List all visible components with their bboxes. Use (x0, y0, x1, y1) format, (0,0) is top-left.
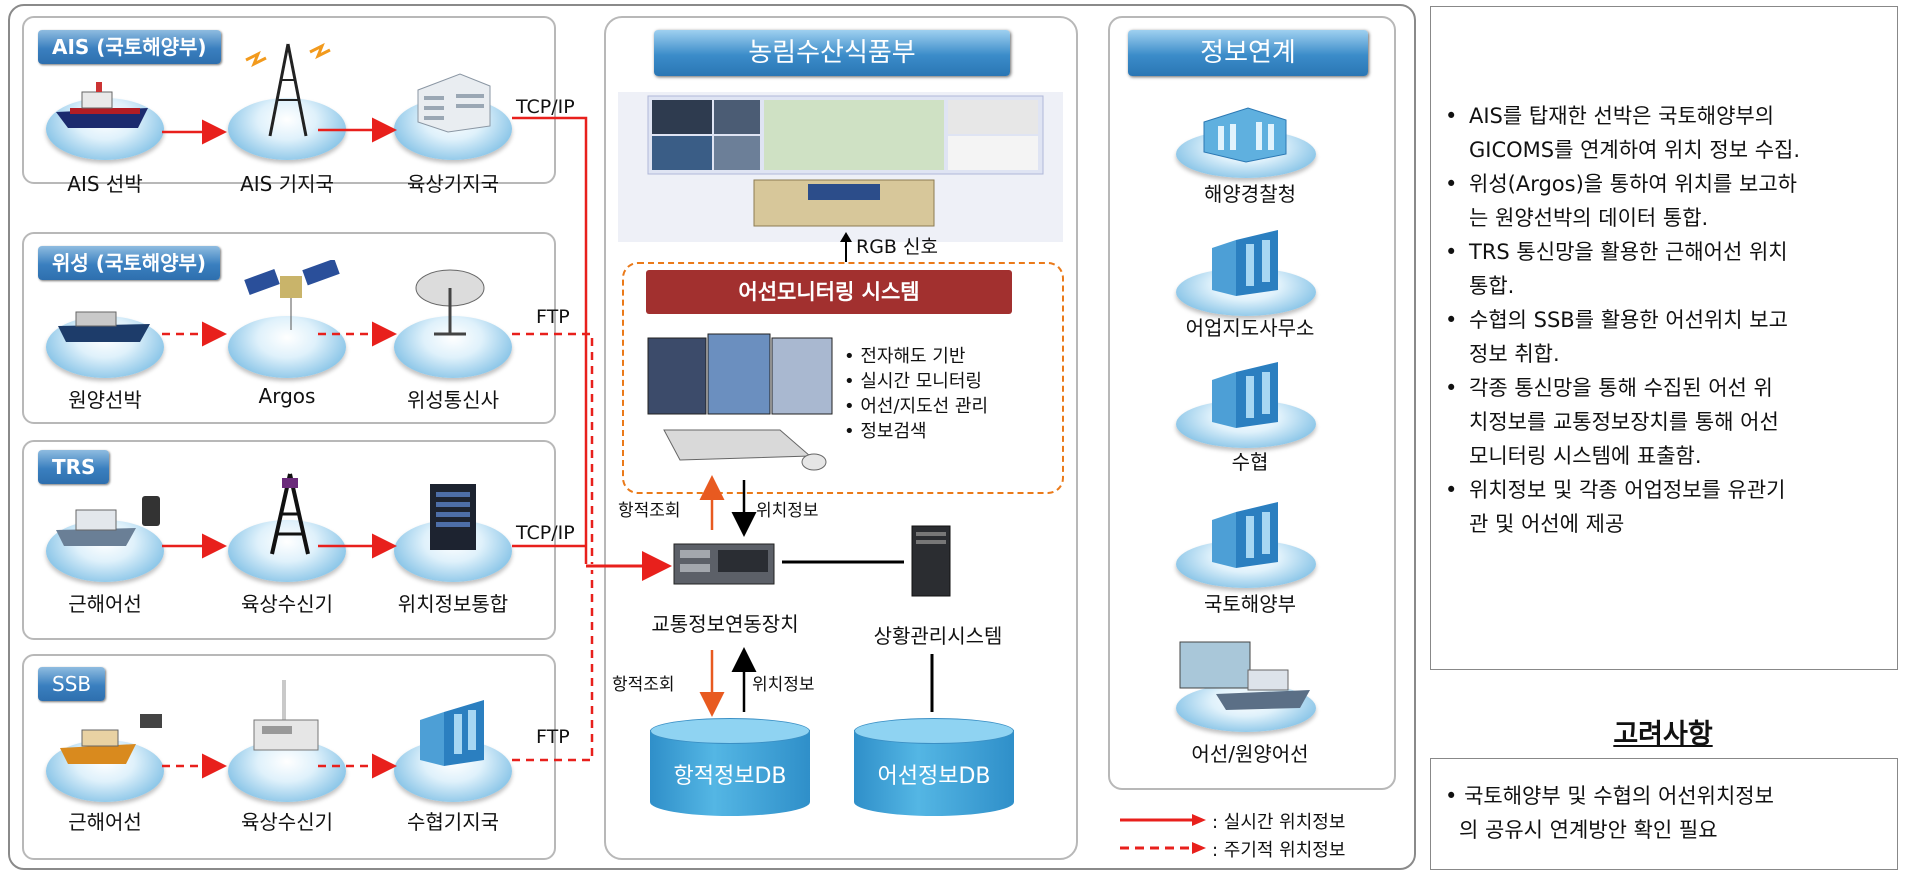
ship-icon (58, 311, 150, 342)
fms-feature-item: • 실시간 모니터링 (844, 371, 982, 392)
ais-tag: AIS (국토해양부) (38, 30, 221, 64)
satellite-dish-icon (415, 269, 485, 336)
link-item-label-3: 수협 (1231, 450, 1269, 474)
link-item-label-1: 해양경찰청 (1204, 182, 1296, 206)
link-item-label-5: 어선/원양어선 (1191, 742, 1309, 766)
ssb-node-label-1: 근해어선 (68, 810, 142, 834)
building-icon (1212, 362, 1278, 428)
building-icon (1212, 230, 1278, 296)
consider-line: • 국토해양부 및 수협의 어선위치정보 (1445, 784, 1774, 808)
server-rack-icon (430, 484, 476, 550)
legend-periodic-label: : 주기적 위치정보 (1212, 840, 1346, 861)
trs-receiver-node (228, 520, 346, 582)
building-icon (1212, 502, 1278, 568)
arrow-up-icon (840, 232, 852, 262)
consider-line: 의 공유시 연계방안 확인 필요 (1459, 818, 1718, 842)
trs-node-label-2: 육상수신기 (241, 592, 333, 616)
situation-system-label: 상황관리시스템 (873, 624, 1003, 648)
trs-node-label-3: 위치정보통합 (397, 592, 509, 616)
ssb-node-label-2: 육상수신기 (241, 810, 333, 834)
fms-feature-list: • 전자해도 기반 • 실시간 모니터링 • 어선/지도선 관리 • 정보검색 (844, 344, 988, 444)
consider-title: 고려사항 (1613, 719, 1713, 750)
fms-feature-item: • 전자해도 기반 (844, 346, 966, 367)
ship-icon (56, 82, 148, 128)
traffic-device-label: 교통정보연동장치 (651, 612, 799, 636)
building-icon (420, 700, 484, 766)
ais-node-label-1: AIS 선박 (67, 172, 143, 196)
position-info-label: 위치정보 (756, 501, 819, 521)
track-query-label-2: 항적조회 (612, 675, 675, 695)
radio-tower-icon (270, 473, 310, 555)
satellite-icon (244, 260, 340, 330)
link-panel-title: 정보연계 (1128, 30, 1368, 76)
boat-icon (60, 714, 162, 764)
ssb-node-label-3: 수협기지국 (407, 810, 499, 834)
legend-realtime-label: : 실시간 위치정보 (1212, 812, 1346, 833)
fms-feature-item: • 어선/지도선 관리 (844, 396, 989, 417)
track-query-label: 항적조회 (618, 501, 681, 521)
sat-node-label-2: Argos (258, 384, 316, 408)
sat-comm-node (394, 316, 512, 378)
sat-tag: 위성 (국토해양부) (38, 246, 221, 280)
vessel-db: 어선정보DB (854, 718, 1014, 828)
vessel-db-label: 어선정보DB (877, 764, 991, 789)
building-icon (1203, 107, 1287, 163)
fms-feature-item: • 정보검색 (844, 421, 927, 442)
center-title: 농림수산식품부 (654, 30, 1010, 76)
ship-icon (56, 496, 160, 546)
legend-dashed-arrow (1120, 842, 1206, 854)
sat-link-label: FTP (536, 306, 570, 328)
vessel-display-icon (1179, 641, 1310, 710)
track-db-label: 항적정보DB (673, 764, 787, 789)
legend-solid-arrow (1120, 814, 1206, 826)
trs-node-label-1: 근해어선 (68, 592, 142, 616)
fax-machine-icon (253, 680, 319, 751)
antenna-tower-icon (245, 42, 331, 137)
fms-system-box (622, 262, 1064, 494)
sat-node-label-1: 원양선박 (68, 388, 142, 412)
argos-node (228, 316, 346, 378)
consider-box: • 국토해양부 및 수협의 어선위치정보 의 공유시 연계방안 확인 필요 (1430, 758, 1898, 870)
server-icon (911, 525, 951, 597)
building-icon (417, 73, 491, 133)
ais-node-label-3: 육상기지국 (407, 172, 499, 196)
ssb-link-label: FTP (536, 726, 570, 748)
sat-node-label-3: 위성통신사 (407, 388, 499, 412)
rgb-signal-label: RGB 신호 (856, 236, 938, 258)
trs-tag: TRS (38, 450, 110, 484)
trs-link-label: TCP/IP (516, 522, 575, 544)
link-item-label-4: 국토해양부 (1204, 592, 1296, 616)
link-item-label-2: 어업지도사무소 (1185, 316, 1315, 340)
ais-link-label: TCP/IP (516, 96, 575, 118)
position-info-label-2: 위치정보 (752, 675, 815, 695)
traffic-device-icon (673, 543, 775, 585)
ssb-tag: SSB (38, 667, 106, 701)
video-wall-image (618, 92, 1063, 242)
track-db: 항적정보DB (650, 718, 810, 828)
fms-system-title: 어선모니터링 시스템 (646, 270, 1012, 314)
ais-node-label-2: AIS 기지국 (240, 172, 334, 196)
monitor-workstation-icon (647, 333, 833, 471)
